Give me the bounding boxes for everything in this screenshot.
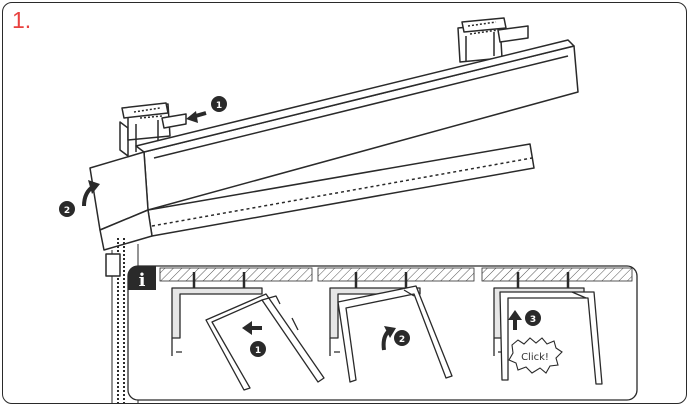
step-number: 1. bbox=[12, 7, 32, 33]
detail-one-label: 1 bbox=[255, 346, 261, 356]
detail-arrow-one: 1 bbox=[242, 321, 266, 357]
arrow-step-two bbox=[82, 180, 100, 207]
callout-two-badge: 2 bbox=[59, 201, 75, 217]
detail-step-two bbox=[329, 285, 453, 383]
info-badge: i bbox=[128, 266, 156, 291]
detail-step-three bbox=[493, 287, 603, 385]
detail-two-label: 2 bbox=[399, 335, 405, 345]
detail-step-one bbox=[171, 287, 325, 391]
callout-one-badge: 1 bbox=[211, 96, 227, 112]
callout-one-label: 1 bbox=[216, 101, 222, 111]
detail-three-label: 3 bbox=[530, 315, 536, 325]
click-burst: Click! bbox=[508, 337, 563, 374]
click-label: Click! bbox=[521, 352, 549, 363]
main-headrail-view bbox=[89, 17, 579, 404]
info-badge-letter: i bbox=[139, 270, 146, 291]
detail-arrow-two: 2 bbox=[381, 326, 410, 351]
callout-two-label: 2 bbox=[64, 206, 70, 216]
detail-arrow-three: 3 bbox=[508, 310, 541, 330]
info-inset: i bbox=[127, 265, 638, 401]
left-bracket bbox=[119, 102, 187, 157]
arrow-step-one bbox=[186, 111, 207, 123]
